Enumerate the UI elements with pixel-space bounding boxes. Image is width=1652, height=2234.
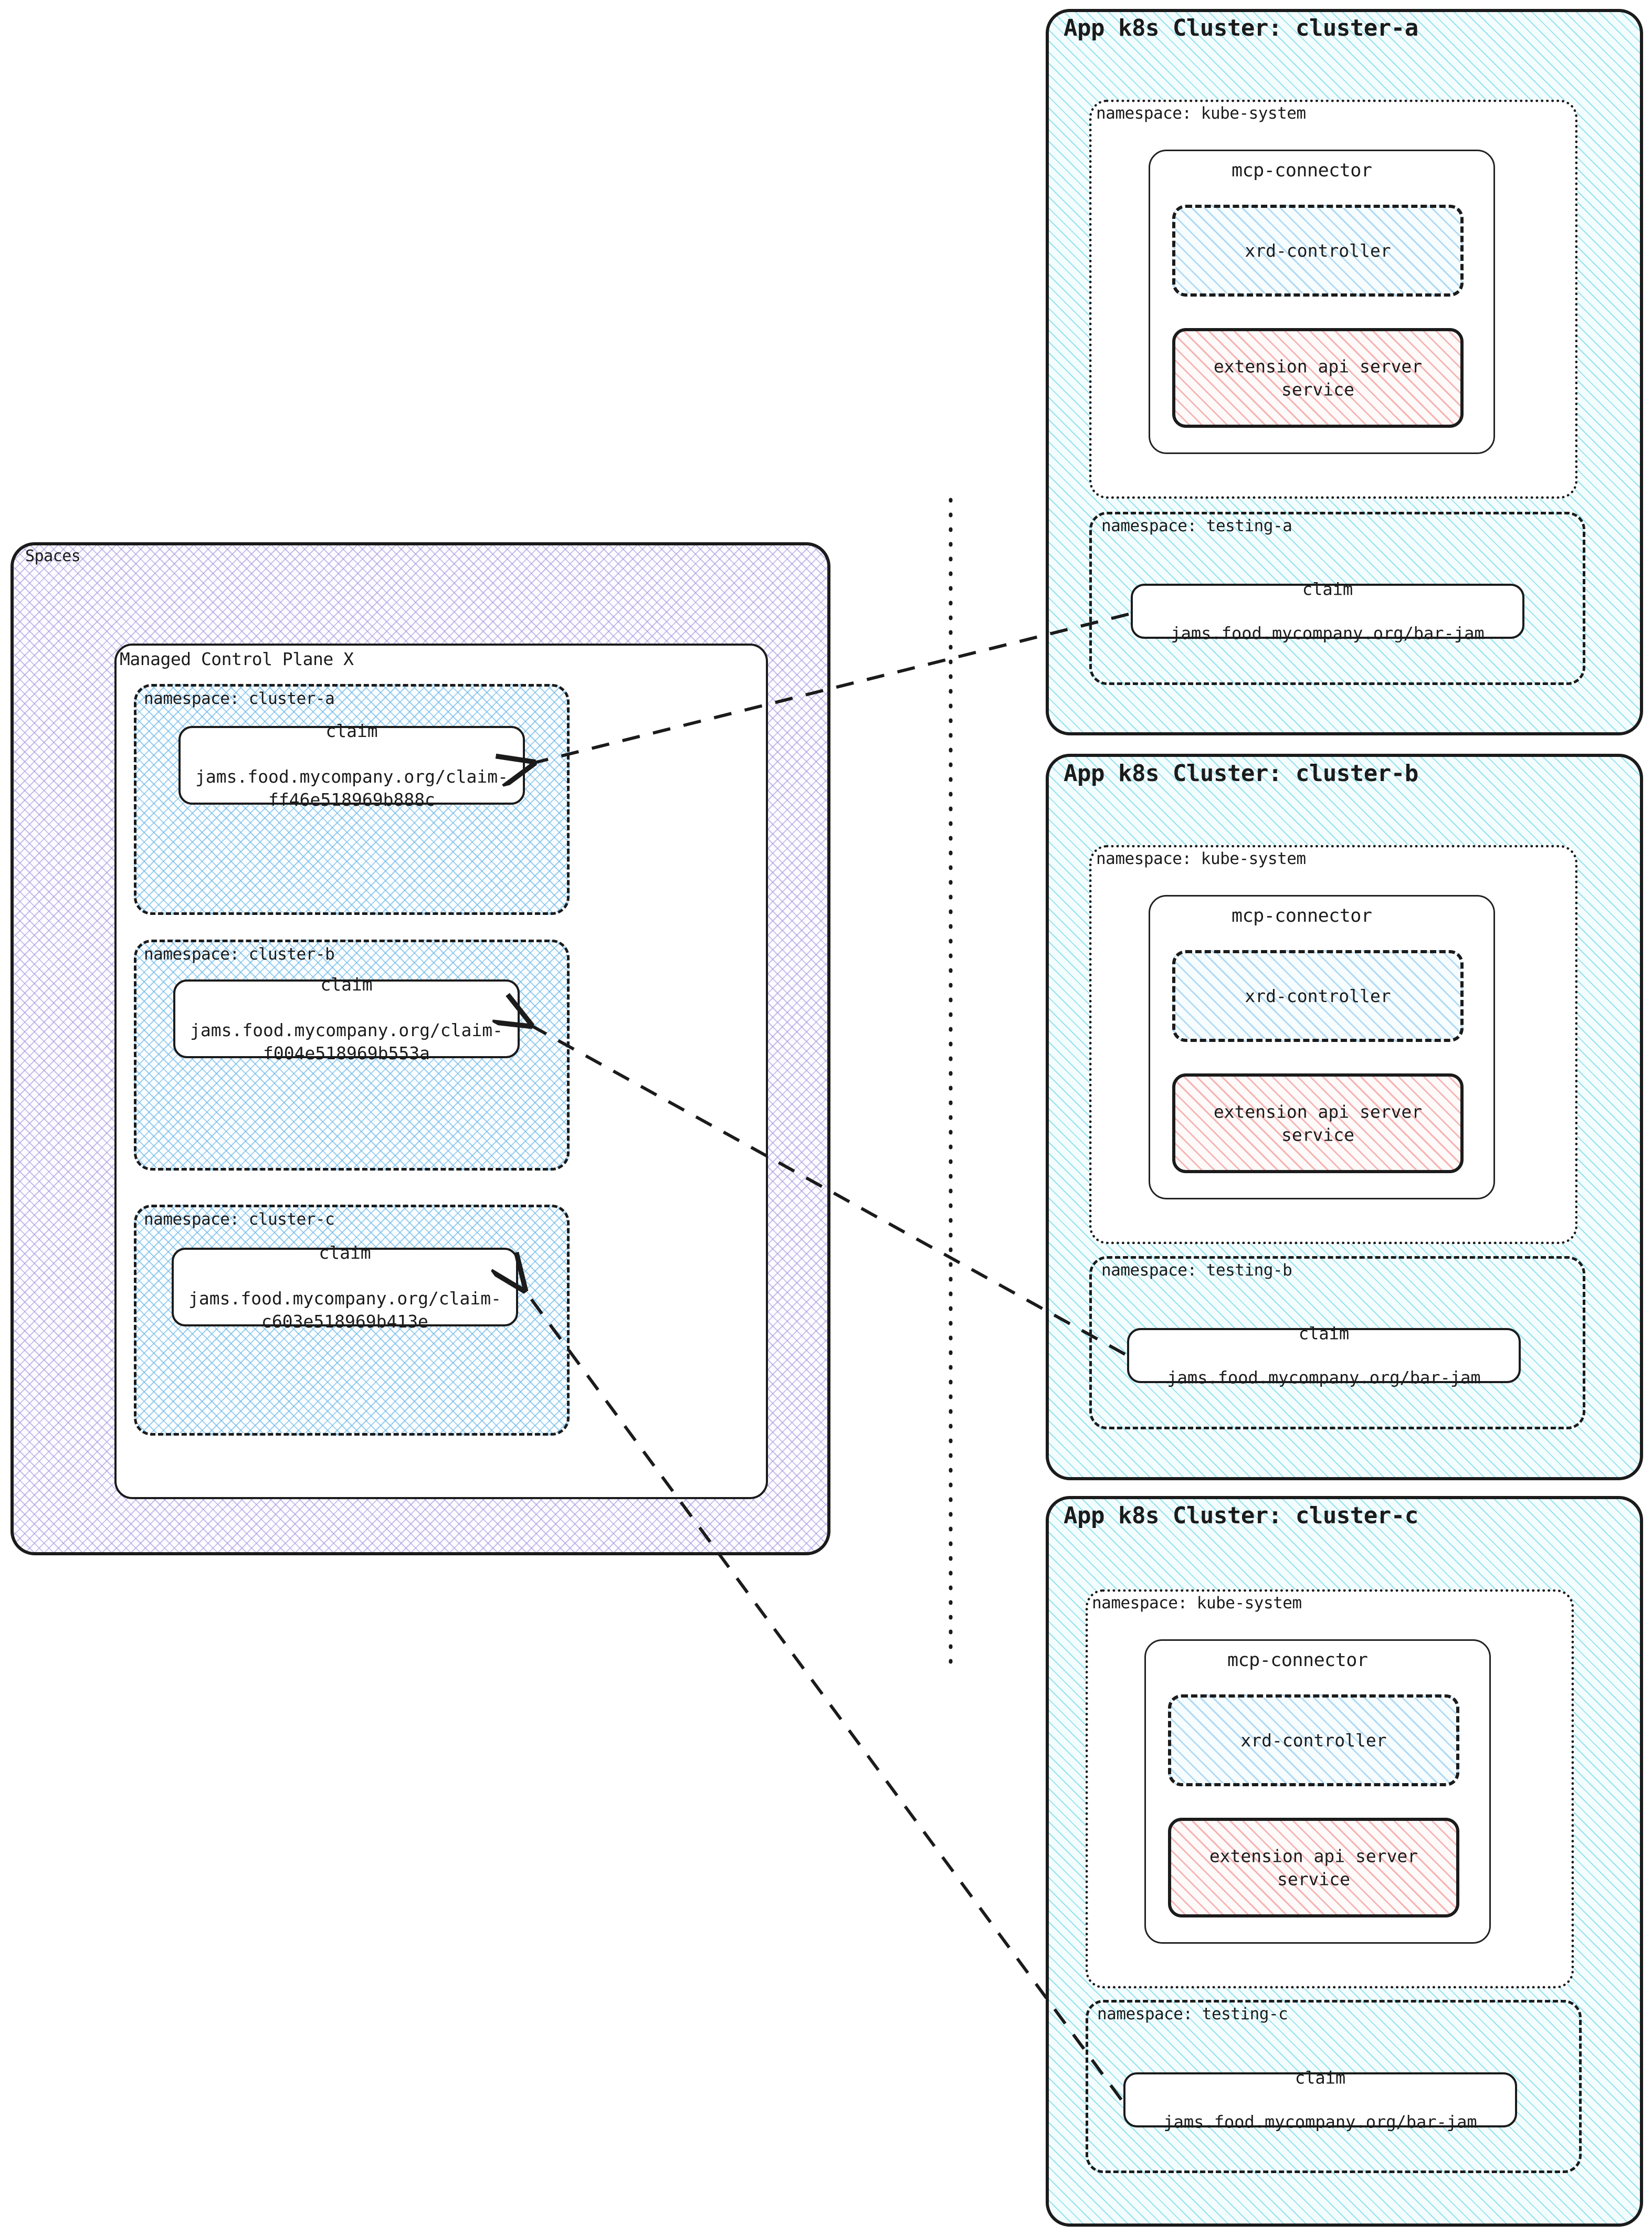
mcp-claim-cluster-b-text: claim jams.food.mycompany.org/claim- f00…: [175, 973, 518, 1065]
cluster-b-extension-api-server-service-text: extension api server service: [1213, 1101, 1423, 1145]
cluster-b-xrd-controller-text: xrd-controller: [1245, 985, 1391, 1006]
cluster-b-testing-namespace-label: namespace: testing-b: [1101, 1261, 1292, 1280]
mcp-claim-cluster-c-text: claim jams.food.mycompany.org/claim- c60…: [174, 1241, 516, 1333]
managed-control-plane-label: Managed Control Plane X: [120, 649, 354, 669]
cluster-a-extension-api-server-service[interactable]: extension api server service: [1172, 328, 1464, 428]
mcp-namespace-cluster-a-label: namespace: cluster-a: [144, 689, 335, 708]
cluster-c-testing-claim-text: claim jams.food.mycompany.org/bar-jam: [1125, 2067, 1515, 2133]
cluster-b-mcp-connector-label: mcp-connector: [1232, 905, 1372, 926]
cluster-b-title: App k8s Cluster: cluster-b: [1064, 760, 1418, 787]
cluster-a-mcp-connector-label: mcp-connector: [1232, 160, 1372, 181]
cluster-c-extension-api-server-service-text: extension api server service: [1209, 1846, 1418, 1889]
cluster-b-testing-claim-text: claim jams.food.mycompany.org/bar-jam: [1129, 1322, 1519, 1389]
cluster-c-testing-claim[interactable]: claim jams.food.mycompany.org/bar-jam: [1123, 2068, 1517, 2132]
mcp-namespace-cluster-c-label: namespace: cluster-c: [144, 1210, 335, 1229]
cluster-a-testing-claim[interactable]: claim jams.food.mycompany.org/bar-jam: [1131, 579, 1524, 644]
cluster-b-xrd-controller[interactable]: xrd-controller: [1172, 950, 1464, 1042]
cluster-a-xrd-controller[interactable]: xrd-controller: [1172, 205, 1464, 297]
mcp-claim-cluster-a-text: claim jams.food.mycompany.org/claim- ff4…: [181, 720, 523, 811]
cluster-b-testing-claim[interactable]: claim jams.food.mycompany.org/bar-jam: [1127, 1323, 1521, 1388]
cluster-a-testing-namespace-label: namespace: testing-a: [1101, 517, 1292, 535]
cluster-c-xrd-controller-text: xrd-controller: [1240, 1730, 1387, 1751]
cluster-a-title: App k8s Cluster: cluster-a: [1064, 15, 1418, 41]
cluster-c-kube-system-label: namespace: kube-system: [1092, 1594, 1302, 1613]
claim-ref: jams.food.mycompany.org/claim- f004e5189…: [190, 1020, 503, 1063]
mcp-claim-cluster-a[interactable]: claim jams.food.mycompany.org/claim- ff4…: [178, 721, 525, 810]
cluster-c-title: App k8s Cluster: cluster-c: [1064, 1502, 1418, 1529]
cluster-c-xrd-controller[interactable]: xrd-controller: [1168, 1694, 1459, 1786]
cluster-a-extension-api-server-service-text: extension api server service: [1213, 356, 1423, 399]
mcp-claim-cluster-b[interactable]: claim jams.food.mycompany.org/claim- f00…: [173, 974, 520, 1063]
cluster-c-mcp-connector-label: mcp-connector: [1227, 1650, 1368, 1671]
cluster-a-testing-namespace: [1089, 512, 1585, 685]
mcp-claim-cluster-c[interactable]: claim jams.food.mycompany.org/claim- c60…: [172, 1242, 518, 1332]
cluster-c-testing-namespace-label: namespace: testing-c: [1097, 2005, 1288, 2024]
claim-ref: jams.food.mycompany.org/claim- c603e5189…: [188, 1288, 502, 1332]
spaces-label: Spaces: [25, 547, 81, 565]
cluster-a-kube-system-label: namespace: kube-system: [1096, 104, 1306, 123]
claim-ref: jams.food.mycompany.org/claim- ff46e5189…: [195, 766, 509, 810]
cluster-c-extension-api-server-service[interactable]: extension api server service: [1168, 1818, 1459, 1917]
mcp-namespace-cluster-b-label: namespace: cluster-b: [144, 945, 335, 964]
cluster-a-xrd-controller-text: xrd-controller: [1245, 240, 1391, 261]
cluster-b-extension-api-server-service[interactable]: extension api server service: [1172, 1073, 1464, 1173]
cluster-b-kube-system-label: namespace: kube-system: [1096, 849, 1306, 868]
cluster-a-testing-claim-text: claim jams.food.mycompany.org/bar-jam: [1133, 578, 1522, 645]
